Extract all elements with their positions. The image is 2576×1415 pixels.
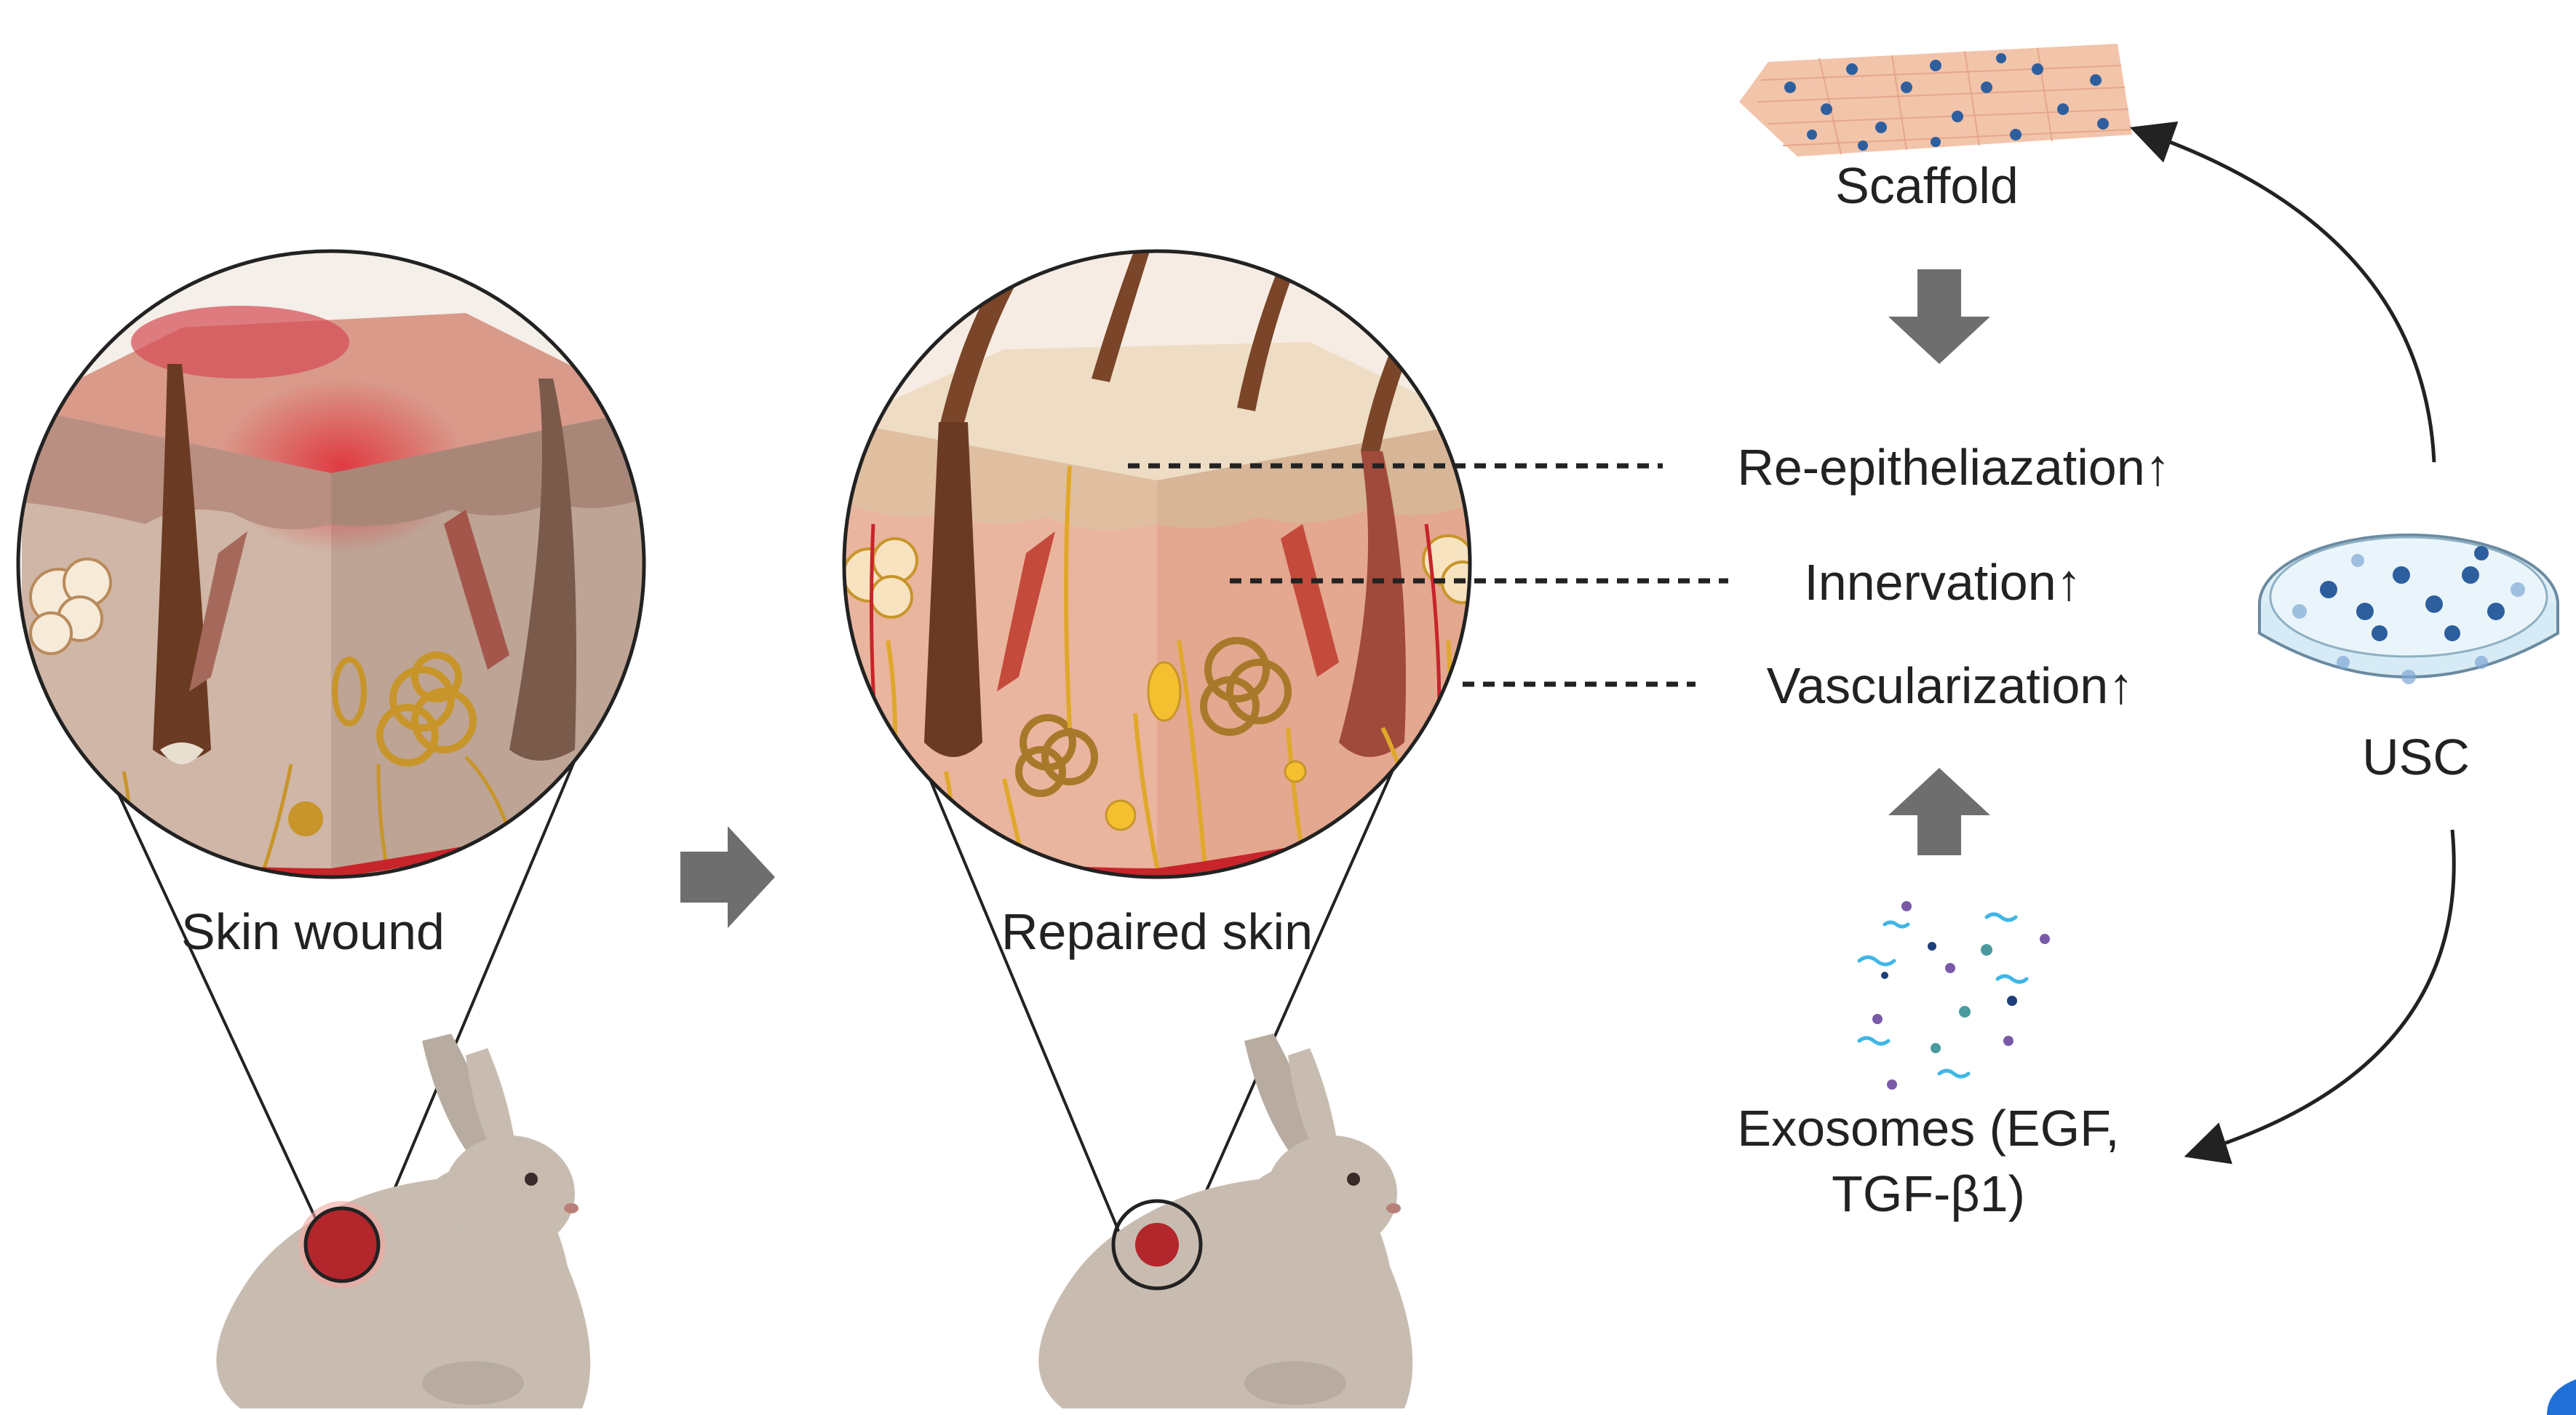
flow-arrow-icon xyxy=(680,826,775,928)
down-arrow-icon xyxy=(1888,269,1990,364)
rabbit-healed-icon xyxy=(1038,1034,1413,1408)
petri-dish-icon xyxy=(2258,534,2559,684)
scaffold-label: Scaffold xyxy=(1835,157,2019,214)
effect-innervation: Innervation↑ xyxy=(1804,553,2081,612)
curved-arrow-to-scaffold-icon xyxy=(2129,121,2436,463)
rabbit-wound-icon xyxy=(216,1034,591,1408)
skin-wound-magnifier xyxy=(16,249,646,1253)
up-arrow-icon xyxy=(1888,768,1990,855)
exosome-particles-icon xyxy=(1857,901,2050,1090)
repaired-skin-label: Repaired skin xyxy=(1001,903,1313,960)
up-indicator-icon: ↑ xyxy=(2144,439,2171,496)
exosomes-label-line1: Exosomes (EGF, xyxy=(1737,1100,2120,1157)
curved-arrow-to-exosomes-icon xyxy=(2184,829,2456,1165)
effect-re-epithelialization: Re-epitheliazation↑ xyxy=(1737,438,2170,497)
effect-label: Innervation xyxy=(1804,554,2056,611)
repaired-skin-magnifier xyxy=(842,249,1472,1245)
scaffold-mesh-icon xyxy=(1739,44,2132,156)
up-indicator-icon: ↑ xyxy=(2108,657,2134,714)
effect-label: Vascularization xyxy=(1766,657,2109,714)
up-indicator-icon: ↑ xyxy=(2056,554,2082,611)
usc-label: USC xyxy=(2362,729,2470,785)
effect-vascularization: Vascularization↑ xyxy=(1767,657,2134,716)
corner-logo-icon xyxy=(2547,1379,2576,1415)
effect-label: Re-epitheliazation xyxy=(1737,439,2145,496)
skin-wound-label: Skin wound xyxy=(181,903,445,960)
exosomes-label-line2: TGF-β1) xyxy=(1832,1165,2025,1222)
